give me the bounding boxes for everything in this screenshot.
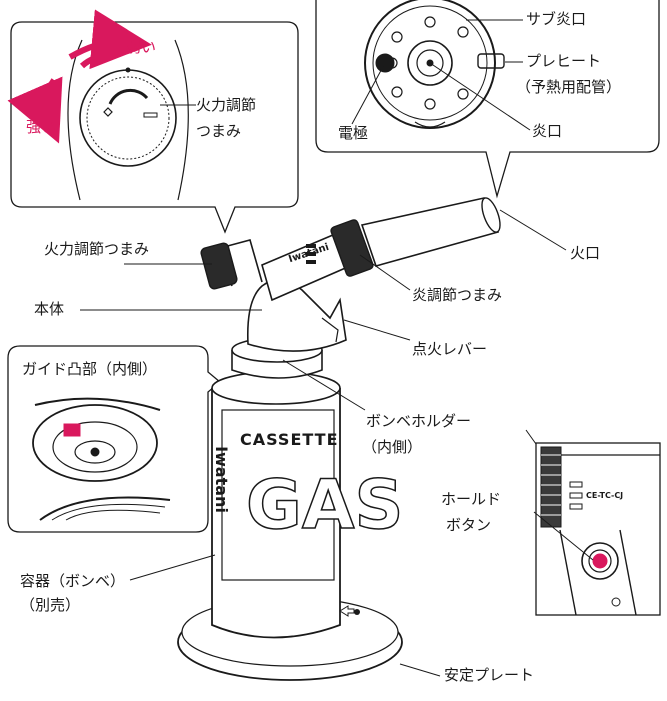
flame-port-label: 炎口 bbox=[532, 122, 563, 140]
leader-lines bbox=[80, 209, 594, 677]
hold-button-label-line1: ホールド bbox=[441, 490, 502, 508]
can-cassette-text: CASSETTE bbox=[240, 430, 339, 449]
preheat-label-line2: （予熱用配管） bbox=[516, 78, 622, 96]
heat-knob-label: 火力調節つまみ bbox=[44, 240, 150, 258]
burner-callout bbox=[315, 0, 660, 199]
hold-model-text: CE-TC-CJ bbox=[586, 491, 624, 500]
holder-label-line2: （内側） bbox=[362, 438, 423, 456]
guide-callout bbox=[7, 345, 222, 533]
canister-label-line1: 容器（ボンベ） bbox=[20, 572, 126, 590]
holder-label-line1: ボンベホルダー bbox=[366, 412, 472, 430]
hold-button-label-line2: ボタン bbox=[446, 516, 492, 534]
guide-callout-title: ガイド凸部（内側） bbox=[22, 360, 158, 378]
hold-button-detail-icon bbox=[540, 446, 660, 616]
can-gas-text: GAS bbox=[245, 466, 404, 545]
weak-label: 弱い bbox=[126, 38, 157, 56]
knob-callout bbox=[7, 9, 299, 234]
plate-label: 安定プレート bbox=[444, 666, 535, 684]
torch-illustration bbox=[177, 197, 501, 681]
preheat-label-line1: プレヒート bbox=[526, 52, 602, 70]
strong-label: 強い bbox=[26, 118, 57, 136]
canister-label-line2: （別売） bbox=[20, 596, 81, 614]
electrode-label: 電極 bbox=[338, 124, 369, 142]
hold-button-callout bbox=[525, 429, 661, 616]
body-label: 本体 bbox=[34, 300, 65, 318]
nozzle-label: 火口 bbox=[570, 244, 601, 262]
knob-callout-label-line1: 火力調節 bbox=[196, 96, 257, 114]
guide-detail-icon bbox=[32, 397, 171, 521]
knob-callout-label-line2: つまみ bbox=[196, 122, 242, 140]
flame-knob-label: 炎調節つまみ bbox=[412, 286, 503, 304]
can-brand-text: Iwatani bbox=[211, 446, 231, 513]
ignition-lever-label: 点火レバー bbox=[412, 340, 488, 358]
sub-flame-port-label: サブ炎口 bbox=[526, 10, 587, 28]
